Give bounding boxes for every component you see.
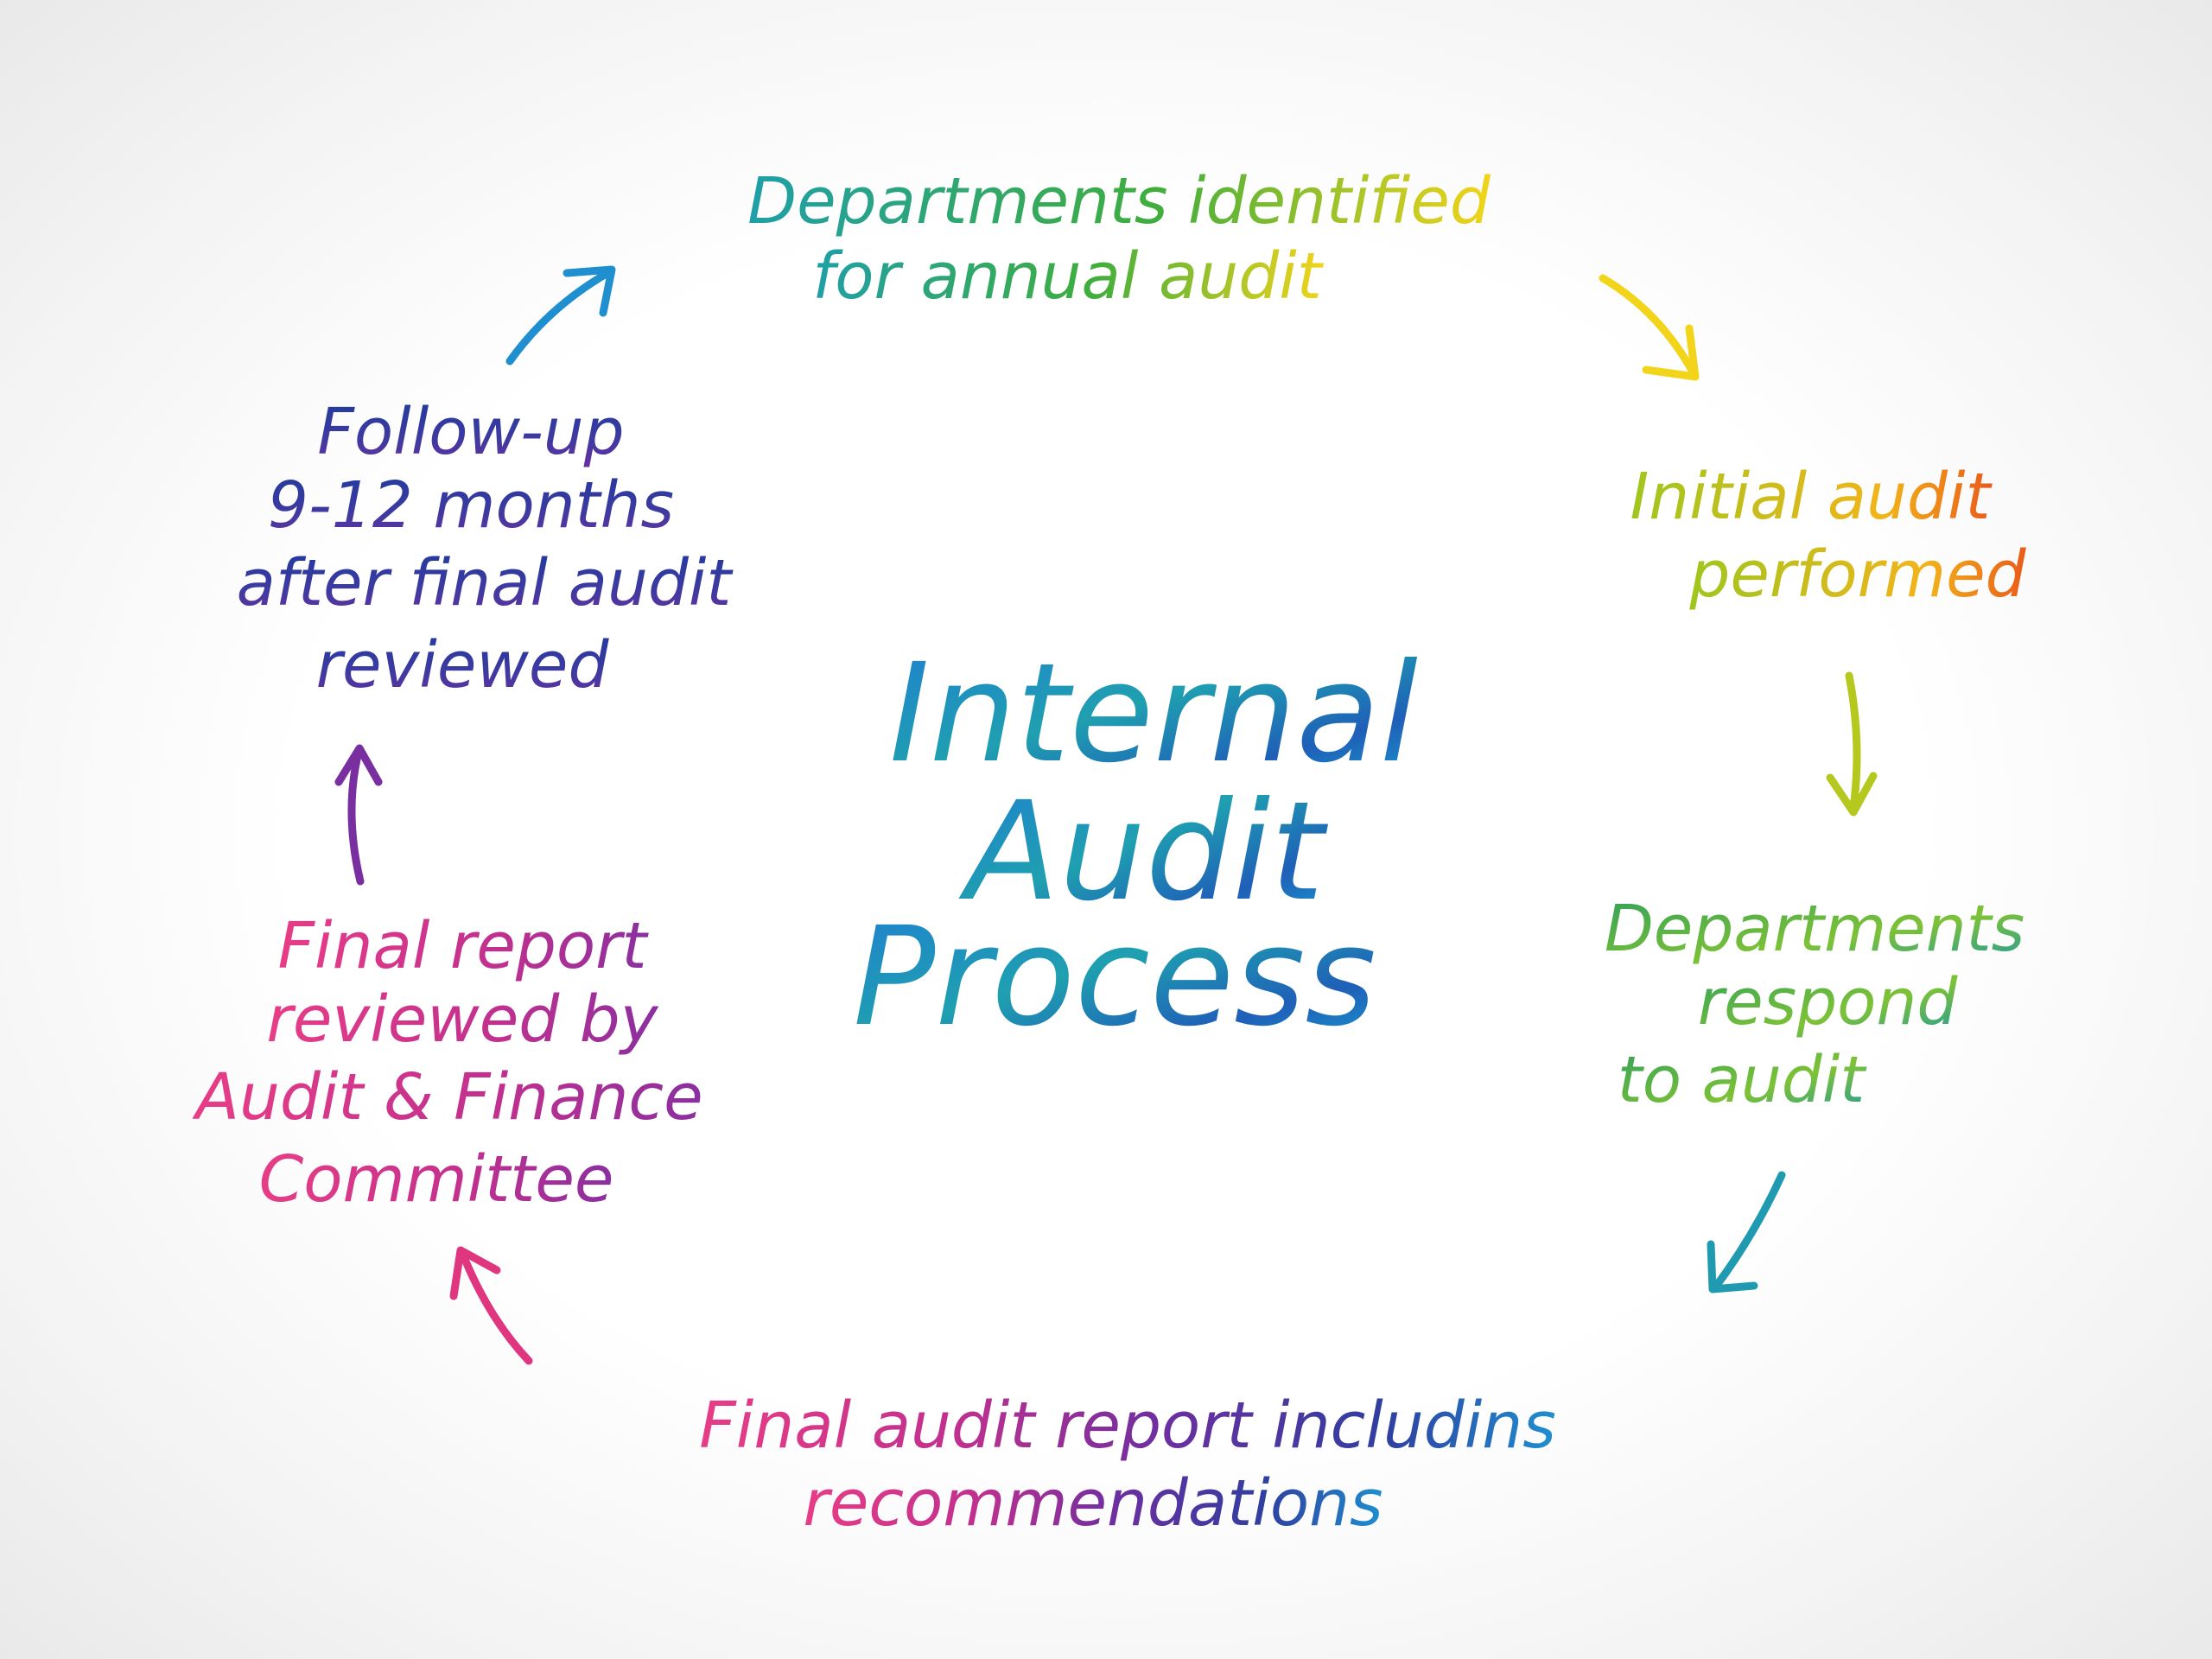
step-final-report-reviewed: Final report reviewed by Audit & Finance… bbox=[192, 909, 702, 1217]
step-6-line-1: Follow-up bbox=[317, 395, 624, 469]
step-4-line-2: recommendations bbox=[803, 1466, 1382, 1541]
center-title: Internal Audit Process bbox=[853, 634, 1418, 1057]
arrow-bottom-left bbox=[449, 1246, 533, 1365]
step-5-line-1: Final report bbox=[277, 909, 649, 983]
step-5-line-4: Committee bbox=[259, 1142, 614, 1217]
arrow-left-up bbox=[334, 744, 383, 886]
step-initial-audit: Initial audit performed bbox=[1630, 460, 2026, 612]
step-5-line-2: reviewed by bbox=[266, 982, 658, 1057]
step-1-line-2: for annual audit bbox=[812, 239, 1325, 314]
arrow-right-bottom bbox=[1707, 1171, 1786, 1294]
step-1-line-1: Departments identified bbox=[747, 164, 1491, 238]
step-6-line-3: after final audit bbox=[237, 546, 734, 620]
arrow-top-right bbox=[1599, 274, 1700, 381]
step-6-line-2: 9-12 months bbox=[268, 468, 674, 543]
step-follow-up: Follow-up 9-12 months after final audit … bbox=[237, 395, 734, 702]
arrow-left-top bbox=[505, 265, 616, 365]
step-4-line-1: Final audit report includins bbox=[699, 1389, 1556, 1463]
step-3-line-2: respond bbox=[1698, 965, 1959, 1039]
arrow-right-down bbox=[1826, 671, 1878, 817]
step-2-line-2: performed bbox=[1688, 537, 2026, 612]
step-departments-identified: Departments identified for annual audit bbox=[747, 164, 1491, 314]
step-departments-respond: Departments respond to audit bbox=[1605, 892, 2024, 1117]
step-5-line-3: Audit & Finance bbox=[192, 1060, 702, 1135]
title-line-1: Internal bbox=[889, 634, 1418, 793]
step-2-line-1: Initial audit bbox=[1630, 460, 1993, 534]
title-line-3: Process bbox=[853, 898, 1376, 1057]
title-line-2: Audit bbox=[958, 772, 1328, 931]
step-3-line-1: Departments bbox=[1605, 892, 2024, 966]
step-3-line-3: to audit bbox=[1618, 1043, 1868, 1117]
step-final-audit-report: Final audit report includins recommendat… bbox=[699, 1389, 1556, 1541]
step-6-line-4: reviewed bbox=[316, 628, 610, 702]
